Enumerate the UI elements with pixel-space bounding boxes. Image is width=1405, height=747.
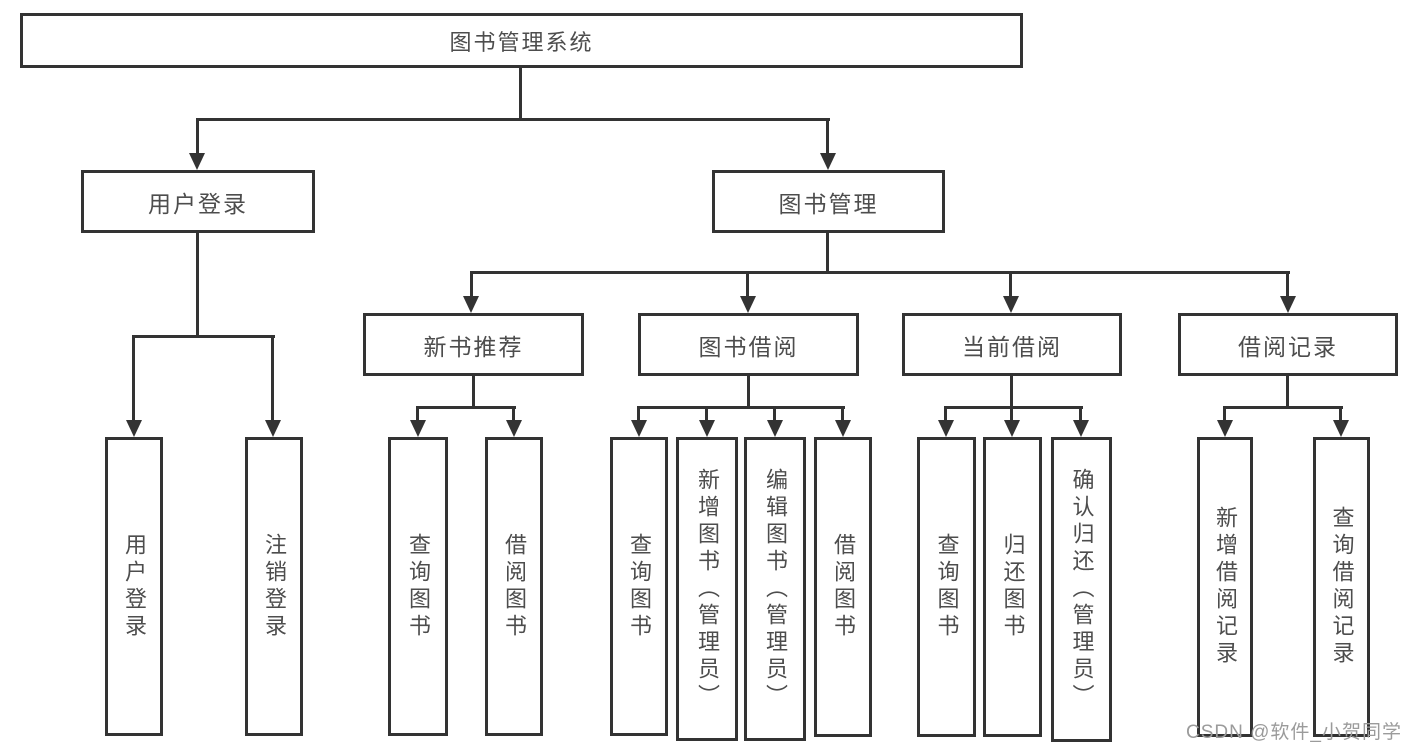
- connector-line: [747, 376, 750, 406]
- leaf-label: 新增图书（管理员）: [695, 467, 720, 711]
- connector-line: [746, 271, 749, 297]
- leaf-return-books: 归还图书: [983, 437, 1042, 737]
- connector-line: [196, 233, 199, 335]
- arrowhead-down-icon: [631, 420, 647, 437]
- connector-line: [637, 406, 640, 422]
- connector-line: [841, 406, 844, 422]
- connector-line: [512, 406, 515, 422]
- leaf-label: 查询图书: [406, 532, 431, 641]
- connector-line: [1223, 406, 1226, 422]
- node-current-borrowing: 当前借阅: [902, 313, 1122, 376]
- connector-line: [196, 118, 199, 155]
- node-library-management-system: 图书管理系统: [20, 13, 1023, 68]
- leaf-query-books-borrowing: 查询图书: [610, 437, 668, 736]
- leaf-logout: 注销登录: [245, 437, 303, 736]
- arrowhead-down-icon: [189, 153, 205, 170]
- arrowhead-down-icon: [699, 420, 715, 437]
- connector-line: [271, 335, 274, 422]
- connector-line: [1010, 406, 1013, 422]
- arrowhead-down-icon: [1333, 420, 1349, 437]
- connector-line: [470, 271, 1290, 274]
- leaf-edit-books-admin: 编辑图书（管理员）: [744, 437, 806, 741]
- arrowhead-down-icon: [1003, 296, 1019, 313]
- arrowhead-down-icon: [463, 296, 479, 313]
- arrowhead-down-icon: [938, 420, 954, 437]
- leaf-query-borrow-record: 查询借阅记录: [1313, 437, 1370, 737]
- arrowhead-down-icon: [410, 420, 426, 437]
- connector-line: [416, 406, 419, 422]
- connector-line: [637, 406, 845, 409]
- leaf-borrow-books-recommend: 借阅图书: [485, 437, 543, 736]
- leaf-label: 确认归还（管理员）: [1069, 468, 1095, 711]
- leaf-borrow-books: 借阅图书: [814, 437, 872, 737]
- node-new-book-recommend: 新书推荐: [363, 313, 584, 376]
- leaf-add-borrow-record: 新增借阅记录: [1197, 437, 1253, 737]
- leaf-query-books-recommend: 查询图书: [388, 437, 448, 736]
- arrowhead-down-icon: [1073, 420, 1089, 437]
- arrowhead-down-icon: [740, 296, 756, 313]
- connector-line: [1009, 271, 1012, 297]
- connector-line: [1286, 271, 1289, 297]
- node-book-borrowing: 图书借阅: [638, 313, 859, 376]
- arrowhead-down-icon: [265, 420, 281, 437]
- connector-line: [416, 406, 516, 409]
- connector-line: [472, 376, 475, 406]
- connector-line: [1223, 406, 1343, 409]
- leaf-label: 查询图书: [627, 532, 652, 641]
- node-book-management: 图书管理: [712, 170, 945, 233]
- arrowhead-down-icon: [835, 420, 851, 437]
- connector-line: [944, 406, 947, 422]
- leaf-confirm-return-admin: 确认归还（管理员）: [1051, 437, 1112, 742]
- connector-line: [470, 271, 473, 297]
- leaf-label: 借阅图书: [831, 533, 856, 641]
- connector-line: [519, 68, 522, 120]
- connector-line: [944, 406, 1083, 409]
- connector-line: [1286, 376, 1289, 406]
- leaf-label: 用户登录: [122, 532, 147, 641]
- arrowhead-down-icon: [820, 153, 836, 170]
- leaf-label: 查询图书: [934, 533, 960, 641]
- leaf-label: 新增借阅记录: [1213, 506, 1238, 668]
- leaf-label: 注销登录: [262, 532, 287, 641]
- node-user-login: 用户登录: [81, 170, 315, 233]
- connector-line: [826, 233, 829, 271]
- arrowhead-down-icon: [1004, 420, 1020, 437]
- csdn-watermark: CSDN @软件_小贺同学: [1186, 722, 1402, 743]
- leaf-add-books-admin: 新增图书（管理员）: [676, 437, 738, 741]
- leaf-query-books-current: 查询图书: [917, 437, 976, 737]
- connector-line: [132, 335, 135, 422]
- connector-line: [133, 335, 275, 338]
- connector-line: [1010, 376, 1013, 406]
- arrowhead-down-icon: [767, 420, 783, 437]
- connector-line: [705, 406, 708, 422]
- connector-line: [1339, 406, 1342, 422]
- connector-line: [196, 118, 830, 121]
- arrowhead-down-icon: [1217, 420, 1233, 437]
- connector-line: [1079, 406, 1082, 422]
- arrowhead-down-icon: [506, 420, 522, 437]
- connector-line: [826, 118, 829, 155]
- leaf-label: 编辑图书（管理员）: [763, 467, 788, 711]
- arrowhead-down-icon: [1280, 296, 1296, 313]
- leaf-label: 归还图书: [1000, 533, 1026, 641]
- connector-line: [773, 406, 776, 422]
- leaf-label: 借阅图书: [502, 532, 527, 641]
- arrowhead-down-icon: [126, 420, 142, 437]
- node-borrow-records: 借阅记录: [1178, 313, 1398, 376]
- leaf-label: 查询借阅记录: [1329, 506, 1355, 668]
- leaf-user-login: 用户登录: [105, 437, 163, 736]
